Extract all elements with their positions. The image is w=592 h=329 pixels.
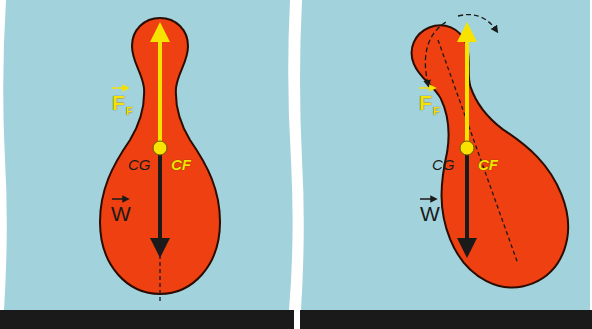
water-panel — [300, 0, 590, 310]
vector-mark — [112, 198, 126, 200]
vector-mark — [419, 87, 433, 89]
floor-bar — [300, 310, 592, 329]
weight-symbol: W — [111, 203, 131, 224]
water-panel — [3, 0, 292, 310]
center-label: CG — [128, 157, 151, 172]
vector-mark — [112, 87, 126, 89]
center-point — [153, 141, 167, 155]
weight-arrow — [158, 148, 162, 248]
center-point — [460, 141, 474, 155]
buoyant-force-arrow — [465, 32, 469, 148]
force-subscript: F — [126, 106, 133, 117]
force-symbol: F — [419, 92, 432, 113]
tilted-axis — [438, 40, 518, 264]
floating-body — [374, 5, 589, 306]
weight-arrow — [465, 148, 469, 248]
force-subscript: F — [433, 106, 440, 117]
center-label: CF — [478, 157, 498, 172]
center-label: CF — [171, 157, 191, 172]
floor-bar — [0, 310, 294, 329]
force-symbol: F — [112, 92, 125, 113]
buoyant-force-arrow — [158, 32, 162, 148]
center-label: CG — [432, 157, 455, 172]
weight-symbol: W — [420, 203, 440, 224]
rotation-arrow — [425, 22, 446, 84]
rotation-arrow — [458, 15, 496, 30]
vector-mark — [420, 198, 434, 200]
floating-body — [100, 18, 220, 294]
vertical-axis — [159, 255, 160, 302]
